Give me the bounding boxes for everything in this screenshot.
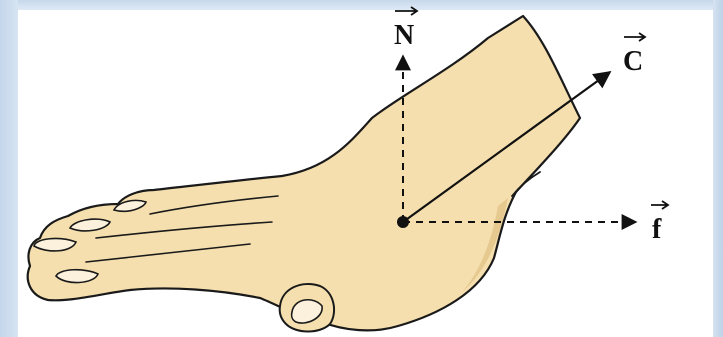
label-c-text: C (623, 46, 643, 77)
label-c: C (623, 33, 645, 77)
label-n-text: N (394, 20, 414, 51)
label-f-overarrow (651, 201, 668, 209)
label-f-text: f (652, 214, 662, 245)
label-n-overarrow (395, 7, 417, 15)
label-c-overarrow (624, 33, 645, 41)
label-n: N (394, 7, 417, 51)
foot-illustration (28, 16, 580, 332)
force-origin-point (397, 216, 409, 228)
label-f: f (651, 201, 668, 245)
